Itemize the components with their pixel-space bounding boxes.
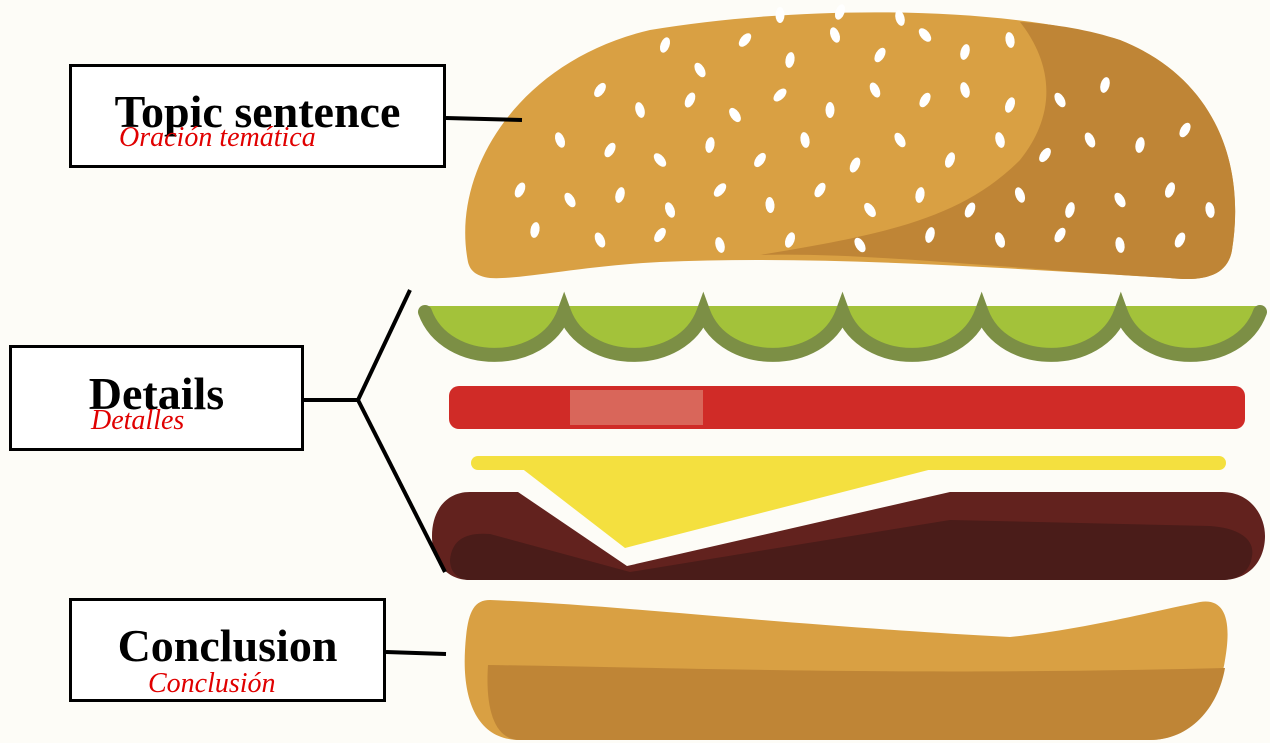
sesame-seed bbox=[664, 202, 676, 218]
sesame-seed bbox=[919, 92, 931, 108]
topic-sentence-title: Topic sentence bbox=[114, 86, 401, 137]
sesame-seed bbox=[864, 202, 876, 218]
sesame-seed bbox=[1054, 92, 1066, 108]
sesame-seed bbox=[854, 237, 866, 253]
sesame-seed bbox=[994, 232, 1006, 248]
sesame-seed bbox=[1065, 202, 1075, 218]
sesame-seed bbox=[960, 44, 970, 60]
sesame-seed bbox=[784, 232, 796, 248]
sesame-seed bbox=[1084, 132, 1096, 148]
lettuce-layer bbox=[418, 291, 1267, 362]
sesame-seed bbox=[653, 153, 667, 167]
details-title: Details bbox=[88, 368, 225, 419]
details-subtitle: Detalles bbox=[91, 405, 185, 436]
sesame-seed bbox=[1115, 237, 1125, 253]
sesame-seed bbox=[1164, 182, 1176, 198]
sesame-seed bbox=[604, 142, 616, 158]
sesame-seed bbox=[564, 192, 576, 208]
topic-sentence-subtitle: Oración temática bbox=[119, 122, 316, 153]
bottom-bun bbox=[464, 600, 1228, 740]
sesame-seed bbox=[1054, 227, 1066, 243]
sesame-seed bbox=[705, 137, 715, 153]
sesame-seed bbox=[1179, 122, 1191, 138]
sesame-seed bbox=[775, 7, 785, 23]
tomato-layer bbox=[449, 386, 1245, 429]
sesame-seed bbox=[715, 237, 725, 253]
sesame-seed bbox=[1004, 97, 1016, 113]
sesame-seed bbox=[834, 4, 846, 20]
sesame-seed bbox=[1114, 192, 1126, 208]
sesame-seed bbox=[995, 132, 1005, 148]
sesame-seed bbox=[918, 28, 932, 42]
connector-lines bbox=[304, 116, 523, 656]
sesame-seed bbox=[1174, 232, 1186, 248]
sesame-seed bbox=[964, 202, 976, 218]
topic-sentence-box: Topic sentence Oración temática bbox=[69, 64, 446, 168]
sesame-seed bbox=[1005, 32, 1015, 48]
sesame-seed bbox=[594, 82, 606, 98]
patty-layer bbox=[432, 492, 1265, 580]
details-box: Details Detalles bbox=[9, 345, 304, 451]
sesame-seed bbox=[825, 102, 835, 118]
conclusion-box: Conclusion Conclusión bbox=[69, 598, 386, 702]
conclusion-title: Conclusion bbox=[117, 620, 338, 671]
sesame-seed bbox=[530, 222, 540, 238]
sesame-seed bbox=[738, 33, 752, 47]
sesame-seed bbox=[895, 10, 905, 26]
sesame-seeds bbox=[514, 4, 1215, 253]
sesame-seed bbox=[925, 227, 935, 243]
sesame-seed bbox=[869, 82, 881, 98]
sesame-seed bbox=[874, 47, 886, 63]
sesame-seed bbox=[785, 52, 795, 68]
sesame-seed bbox=[659, 37, 671, 53]
sesame-seed bbox=[773, 88, 787, 102]
sesame-seed bbox=[829, 27, 841, 43]
cheese-layer bbox=[471, 456, 1226, 548]
sesame-seed bbox=[1014, 187, 1026, 203]
sesame-seed bbox=[800, 132, 810, 148]
sesame-seed bbox=[713, 183, 727, 197]
sesame-seed bbox=[694, 62, 706, 78]
sesame-seed bbox=[754, 152, 766, 168]
sesame-seed bbox=[944, 152, 956, 168]
sesame-seed bbox=[894, 132, 906, 148]
sesame-seed bbox=[615, 187, 625, 203]
sesame-seed bbox=[514, 182, 526, 198]
sesame-seed bbox=[635, 102, 645, 118]
sesame-seed bbox=[654, 227, 666, 243]
sesame-seed bbox=[849, 157, 861, 173]
sesame-seed bbox=[915, 187, 925, 203]
conclusion-subtitle: Conclusión bbox=[148, 668, 276, 699]
sesame-seed bbox=[684, 92, 696, 108]
sesame-seed bbox=[960, 82, 970, 98]
sesame-seed bbox=[765, 197, 775, 213]
sesame-seed bbox=[1205, 202, 1215, 218]
sesame-seed bbox=[594, 232, 606, 248]
sesame-seed bbox=[729, 107, 741, 123]
sesame-seed bbox=[814, 182, 826, 198]
sesame-seed bbox=[554, 132, 566, 148]
sesame-seed bbox=[1039, 147, 1051, 163]
sesame-seed bbox=[1135, 137, 1145, 153]
top-bun bbox=[465, 4, 1236, 280]
sesame-seed bbox=[1100, 77, 1110, 93]
